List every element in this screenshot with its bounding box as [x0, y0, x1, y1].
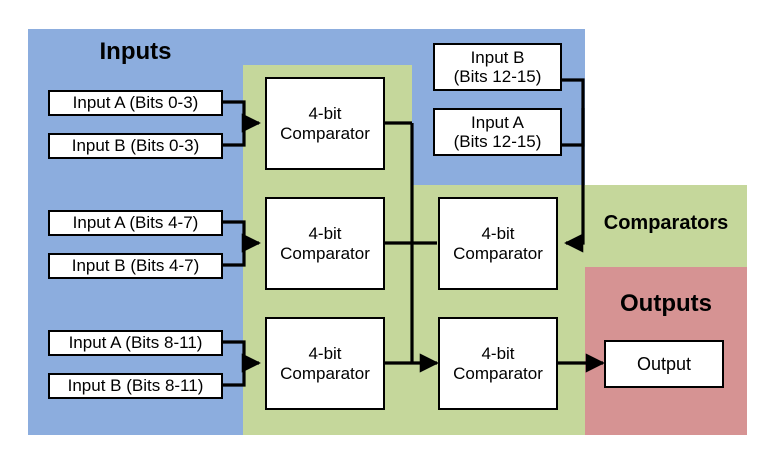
input-label-a-bits-4-7: Input A (Bits 4-7): [72, 213, 199, 233]
comparator-block-1[interactable]: 4-bit Comparator: [265, 77, 385, 170]
section-title-comparators: Comparators: [603, 212, 729, 234]
section-title-outputs: Outputs: [620, 290, 712, 317]
comparator-1-line1: 4-bit: [308, 104, 342, 124]
input-label-b-bits-12-15-line2: (Bits 12-15): [453, 67, 542, 86]
input-block-b-bits-12-15[interactable]: Input B (Bits 12-15): [433, 43, 562, 91]
input-label-b-bits-4-7: Input B (Bits 4-7): [71, 256, 200, 276]
comparator-block-5[interactable]: 4-bit Comparator: [438, 317, 558, 410]
input-block-a-bits-8-11[interactable]: Input A (Bits 8-11): [48, 330, 223, 356]
section-title-inputs: Inputs: [99, 38, 172, 65]
comparator-3-line1: 4-bit: [308, 344, 342, 364]
input-block-b-bits-0-3[interactable]: Input B (Bits 0-3): [48, 133, 223, 159]
input-label-a-bits-12-15-line2: (Bits 12-15): [453, 132, 542, 151]
comparator-1-line2: Comparator: [280, 123, 370, 143]
comparator-block-3[interactable]: 4-bit Comparator: [265, 317, 385, 410]
comparator-5-line2: Comparator: [453, 363, 543, 383]
comparator-3-line2: Comparator: [280, 363, 370, 383]
input-block-b-bits-8-11[interactable]: Input B (Bits 8-11): [48, 373, 223, 399]
region-inputs-mid: [243, 29, 412, 65]
input-block-b-bits-4-7[interactable]: Input B (Bits 4-7): [48, 253, 223, 279]
input-label-b-bits-0-3: Input B (Bits 0-3): [71, 136, 200, 156]
input-label-a-bits-0-3: Input A (Bits 0-3): [72, 93, 199, 113]
comparator-block-4[interactable]: 4-bit Comparator: [438, 197, 558, 290]
input-label-b-bits-12-15-line1: Input B: [470, 47, 525, 67]
comparator-2-line1: 4-bit: [308, 224, 342, 244]
input-label-a-bits-12-15-line1: Input A: [471, 112, 524, 132]
input-label-a-bits-8-11: Input A (Bits 8-11): [68, 333, 203, 353]
input-block-a-bits-12-15[interactable]: Input A (Bits 12-15): [433, 108, 562, 156]
input-label-b-bits-8-11: Input B (Bits 8-11): [67, 376, 204, 396]
comparator-2-line2: Comparator: [280, 243, 370, 263]
input-block-a-bits-0-3[interactable]: Input A (Bits 0-3): [48, 90, 223, 116]
output-block[interactable]: Output: [604, 340, 724, 388]
comparator-block-2[interactable]: 4-bit Comparator: [265, 197, 385, 290]
region-comparators-label: [585, 185, 747, 267]
comparator-4-line2: Comparator: [453, 243, 543, 263]
output-label: Output: [636, 353, 692, 374]
comparator-5-line1: 4-bit: [481, 344, 515, 364]
input-block-a-bits-4-7[interactable]: Input A (Bits 4-7): [48, 210, 223, 236]
comparator-4-line1: 4-bit: [481, 224, 515, 244]
